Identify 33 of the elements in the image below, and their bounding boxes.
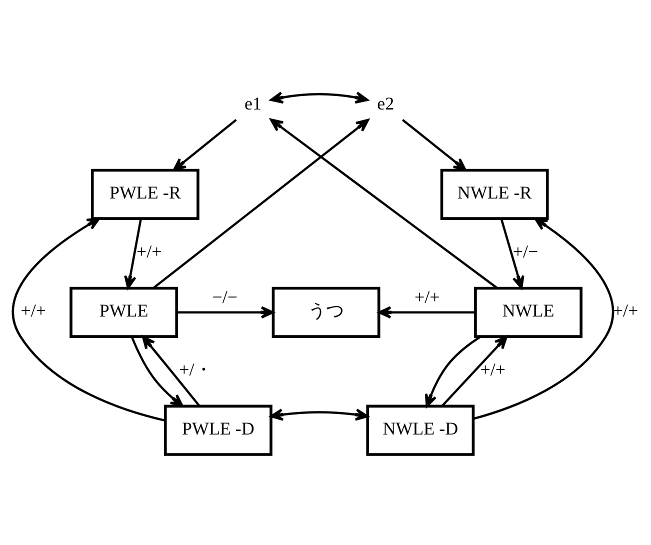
arrow bbox=[176, 306, 274, 319]
arrow bbox=[473, 218, 614, 420]
arrow bbox=[441, 336, 508, 407]
arrow bbox=[152, 118, 370, 290]
arrow bbox=[124, 218, 142, 289]
edge-label: +/+ bbox=[136, 242, 162, 262]
edge-label: +/+ bbox=[414, 287, 440, 308]
node-text: e1 bbox=[244, 93, 262, 114]
node-box: NWLE bbox=[474, 286, 582, 338]
arrow bbox=[270, 118, 498, 289]
edge-label: +/+ bbox=[612, 300, 638, 321]
arrow bbox=[172, 118, 237, 172]
node-box: PWLE bbox=[70, 286, 178, 338]
node-box: PWLE -D bbox=[164, 404, 272, 456]
arrow bbox=[424, 336, 482, 408]
edge-label: −/− bbox=[212, 287, 238, 308]
node-box: うつ bbox=[272, 286, 380, 338]
arrow bbox=[378, 306, 476, 319]
arrow bbox=[270, 408, 368, 421]
arrow bbox=[142, 336, 200, 407]
node-box: NWLE -D bbox=[366, 404, 475, 456]
node-box: PWLE -R bbox=[90, 168, 200, 220]
arrow bbox=[270, 92, 368, 104]
node-box: NWLE -R bbox=[440, 168, 549, 220]
edge-label: +/+ bbox=[20, 300, 46, 321]
arrow bbox=[12, 217, 166, 422]
arrow bbox=[402, 118, 466, 172]
edge-label: +/+ bbox=[480, 360, 506, 380]
edge-label: +/・ bbox=[179, 360, 212, 380]
node-text: e2 bbox=[377, 93, 394, 114]
arrow bbox=[130, 336, 184, 408]
arrow bbox=[500, 218, 524, 289]
edge-label: +/− bbox=[512, 242, 538, 262]
